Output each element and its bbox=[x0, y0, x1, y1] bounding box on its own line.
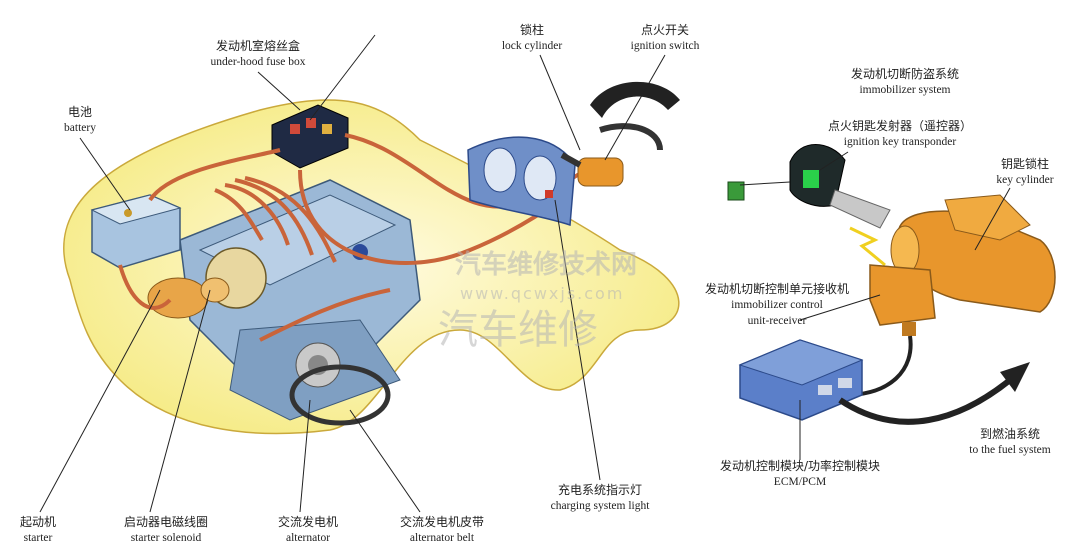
label-lock-cylinder: 锁柱 lock cylinder bbox=[502, 22, 562, 54]
battery-icon bbox=[90, 194, 182, 269]
label-lock-cylinder-en: lock cylinder bbox=[501, 40, 563, 52]
label-battery: 电池 battery bbox=[64, 104, 96, 136]
label-battery-zh: 电池 bbox=[67, 105, 92, 119]
label-fuel-system-en: to the fuel system bbox=[969, 444, 1051, 456]
label-key-cylinder-en: key cylinder bbox=[996, 174, 1054, 186]
label-alternator: 交流发电机 alternator bbox=[278, 514, 338, 546]
steering-column-icon bbox=[590, 81, 680, 118]
label-alternator-belt-zh: 交流发电机皮带 bbox=[399, 515, 485, 529]
label-alternator-belt: 交流发电机皮带 alternator belt bbox=[400, 514, 484, 546]
label-battery-en: battery bbox=[64, 122, 96, 134]
transponder-chip-icon bbox=[727, 181, 745, 201]
label-ignition-switch-zh: 点火开关 bbox=[640, 23, 689, 37]
label-key-cylinder-zh: 钥匙锁柱 bbox=[1000, 157, 1050, 171]
label-immobilizer-system-zh: 发动机切断防盗系统 bbox=[850, 67, 960, 81]
watermark-url: www.qcwxjs.com bbox=[460, 284, 625, 303]
ecm-module-icon bbox=[738, 339, 864, 421]
label-starter-solenoid: 启动器电磁线圈 starter solenoid bbox=[124, 514, 208, 546]
label-alternator-zh: 交流发电机 bbox=[277, 515, 339, 529]
label-ecm-zh: 发动机控制模块/功率控制模块 bbox=[719, 459, 881, 473]
ignition-switch-icon bbox=[560, 152, 624, 187]
control-unit-icon bbox=[869, 264, 936, 336]
label-ignition-switch-en: ignition switch bbox=[630, 40, 700, 52]
label-key-transponder-zh: 点火钥匙发射器（遥控器） bbox=[827, 119, 973, 133]
ignition-key-icon bbox=[789, 144, 891, 229]
label-fuel-system: 到燃油系统 to the fuel system bbox=[969, 426, 1050, 458]
label-control-unit-en2: unit-receiver bbox=[747, 315, 807, 327]
label-fuse-box-zh: 发动机室熔丝盒 bbox=[215, 39, 301, 53]
instrument-cluster-icon bbox=[467, 136, 576, 227]
label-starter-en: starter bbox=[23, 532, 53, 544]
label-control-unit-zh: 发动机切断控制单元接收机 bbox=[704, 282, 850, 296]
label-ecm-en: ECM/PCM bbox=[773, 476, 827, 488]
engine-icon bbox=[179, 179, 421, 421]
label-fuse-box-en: under-hood fuse box bbox=[210, 56, 306, 68]
label-immobilizer-system-en: immobilizer system bbox=[859, 84, 951, 96]
spark-plug-wires bbox=[214, 176, 337, 263]
watermark-text: 汽车维修 bbox=[438, 307, 598, 353]
label-alternator-belt-en: alternator belt bbox=[409, 532, 475, 544]
label-key-cylinder: 钥匙锁柱 key cylinder bbox=[996, 156, 1053, 188]
fuel-system-arrowhead-icon bbox=[1000, 362, 1030, 392]
label-alternator-en: alternator bbox=[285, 532, 331, 544]
fuel-system-arrow-icon bbox=[838, 377, 1012, 425]
label-lock-cylinder-zh: 锁柱 bbox=[519, 23, 545, 37]
label-key-transponder-en: ignition key transponder bbox=[843, 136, 957, 148]
label-starter-solenoid-en: starter solenoid bbox=[130, 532, 202, 544]
signal-bolt-icon bbox=[849, 226, 886, 267]
watermark-title: 汽车维修技术网 bbox=[455, 250, 638, 280]
alternator-icon bbox=[289, 342, 391, 426]
label-charging-light-zh: 充电系统指示灯 bbox=[557, 483, 642, 497]
label-control-unit: 发动机切断控制单元接收机 immobilizer control unit-rece… bbox=[705, 281, 849, 329]
key-cylinder-icon bbox=[890, 194, 1056, 313]
label-starter-solenoid-zh: 启动器电磁线圈 bbox=[123, 515, 209, 529]
label-starter: 起动机 starter bbox=[20, 514, 56, 546]
label-control-unit-en1: immobilizer control bbox=[731, 299, 823, 311]
label-fuse-box: 发动机室熔丝盒 under-hood fuse box bbox=[211, 38, 306, 70]
label-fuel-system-zh: 到燃油系统 bbox=[979, 427, 1041, 441]
leader-lines bbox=[39, 34, 1011, 513]
label-charging-light-en: charging system light bbox=[550, 500, 650, 512]
label-ecm: 发动机控制模块/功率控制模块 ECM/PCM bbox=[720, 458, 880, 490]
label-key-transponder: 点火钥匙发射器（遥控器） ignition key transponder bbox=[828, 118, 972, 150]
label-starter-zh: 起动机 bbox=[19, 515, 57, 529]
label-charging-light: 充电系统指示灯 charging system light bbox=[551, 482, 650, 514]
label-ignition-switch: 点火开关 ignition switch bbox=[631, 22, 700, 54]
label-immobilizer-system: 发动机切断防盗系统 immobilizer system bbox=[851, 66, 959, 98]
steering-shaft-icon bbox=[599, 123, 663, 151]
